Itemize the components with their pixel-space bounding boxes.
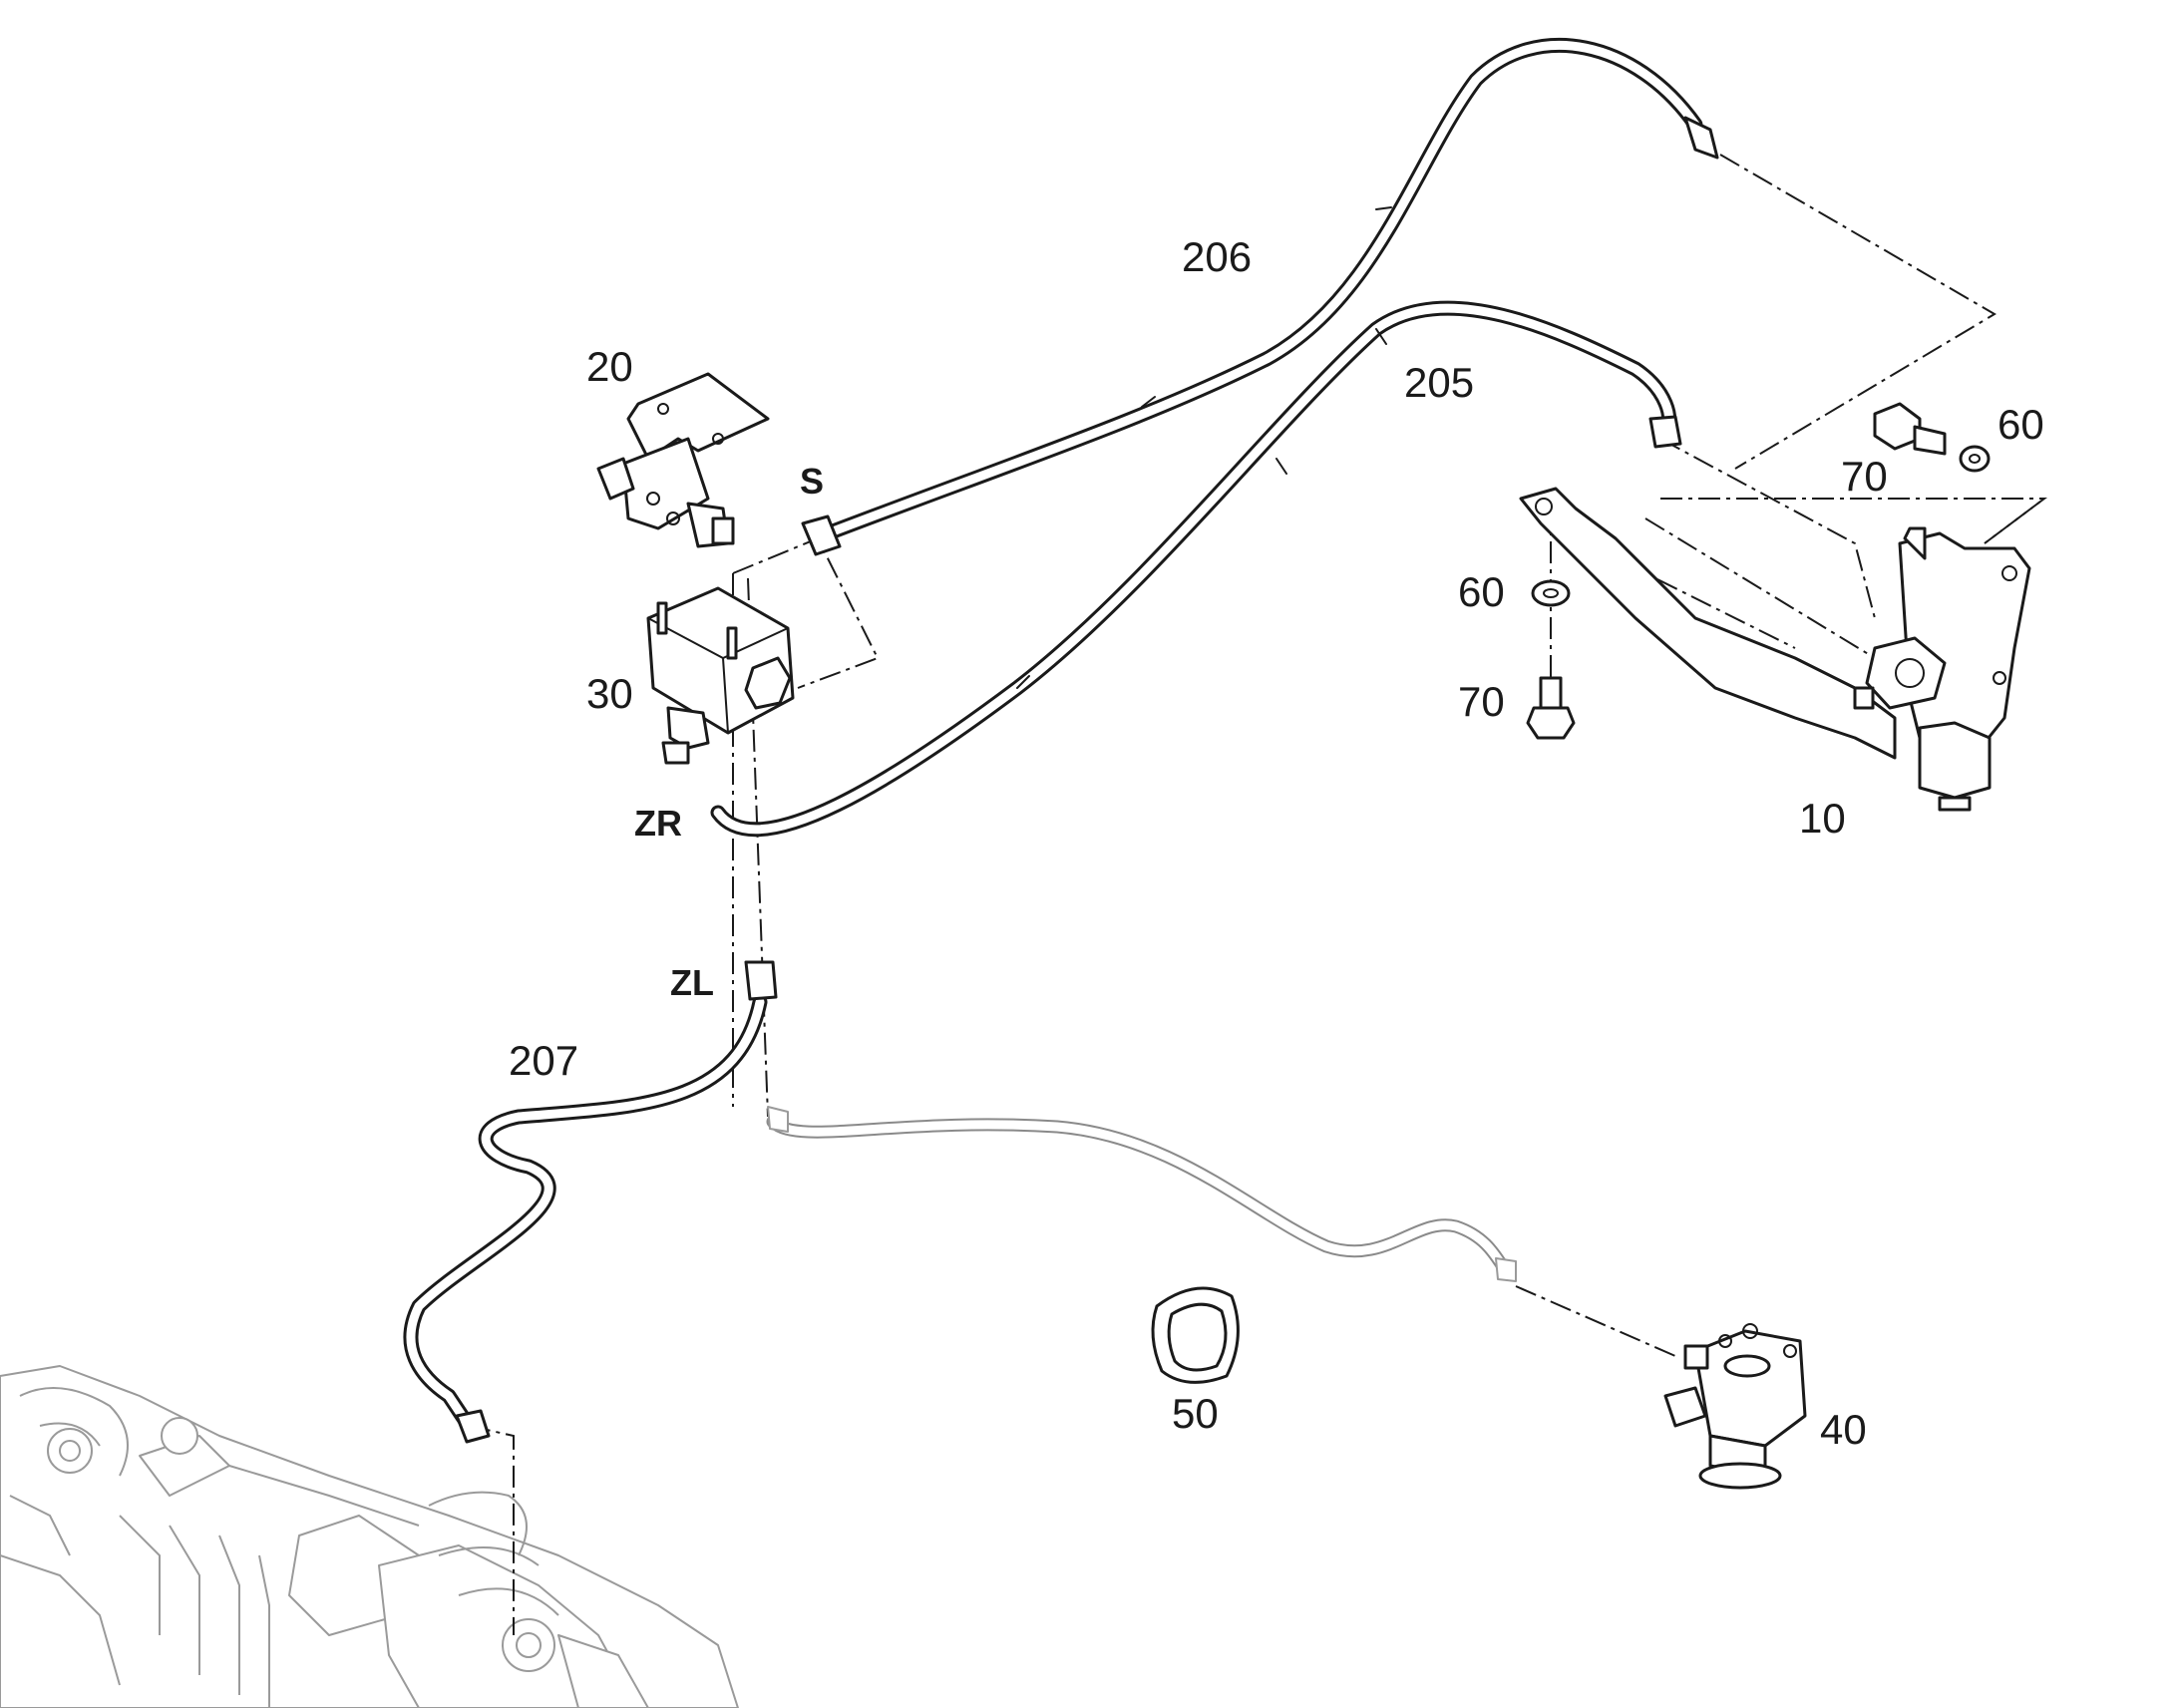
- part-40-steering-unit: [1663, 1323, 1807, 1490]
- part-60-70-fasteners: [1526, 402, 1991, 740]
- label-s: S: [800, 461, 824, 502]
- label-40: 40: [1820, 1406, 1867, 1453]
- hose-ghost: [766, 1106, 1517, 1282]
- label-70-lower: 70: [1458, 678, 1505, 725]
- label-207: 207: [509, 1037, 578, 1084]
- axle-assembly-ghost: [0, 1365, 739, 1708]
- label-30: 30: [586, 670, 633, 717]
- part-30-valve-block: [646, 586, 795, 765]
- label-zl: ZL: [670, 962, 714, 1003]
- label-60-lower: 60: [1458, 568, 1505, 615]
- label-zr: ZR: [634, 803, 682, 844]
- hose-206: [801, 37, 1719, 556]
- part-10-steering-valve: [1519, 487, 2031, 812]
- part-20-bracket: [596, 372, 770, 548]
- label-60-upper: 60: [1998, 401, 2044, 448]
- label-20: 20: [586, 343, 633, 390]
- label-206: 206: [1182, 233, 1252, 280]
- label-205: 205: [1404, 359, 1474, 406]
- label-10: 10: [1799, 795, 1846, 842]
- label-70-upper: 70: [1841, 453, 1888, 500]
- hose-207: [403, 960, 778, 1444]
- part-50-seal: [1151, 1286, 1240, 1384]
- label-50: 50: [1172, 1390, 1219, 1437]
- part-labels: 206 205 20 S 60 70 60 70 30 10 ZR ZL 207…: [509, 233, 2044, 1453]
- hose-205: [710, 300, 1682, 838]
